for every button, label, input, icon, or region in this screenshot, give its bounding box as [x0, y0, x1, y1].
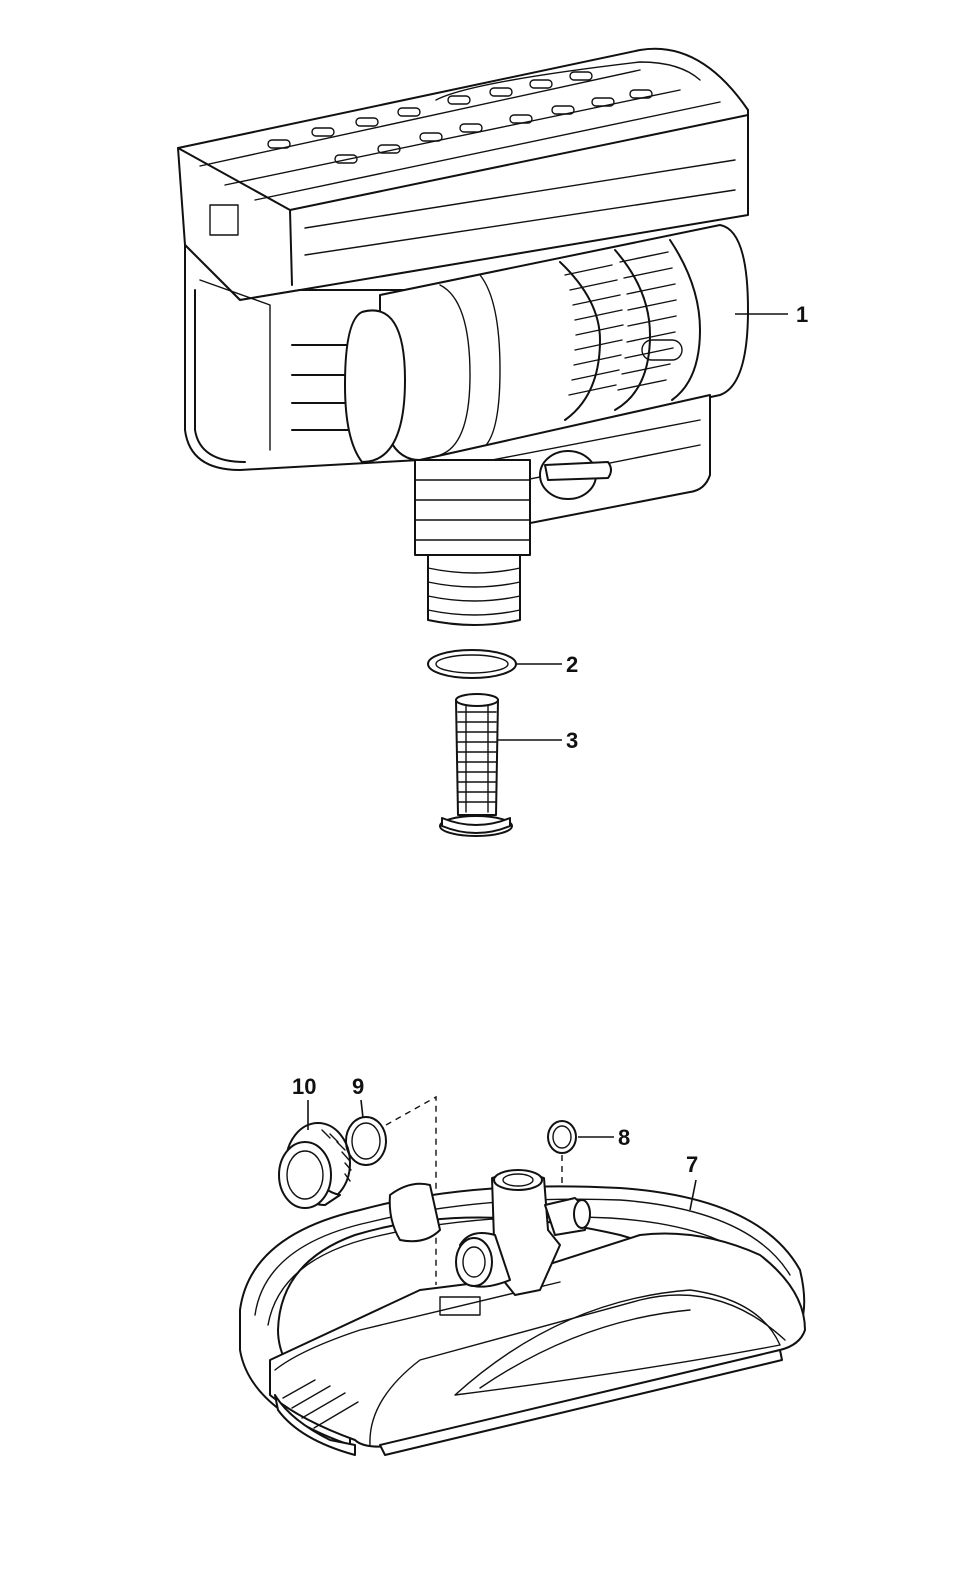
part-7-sled-base	[239, 1169, 806, 1456]
top-button-slots	[267, 61, 701, 164]
leader-line-9	[360, 1099, 364, 1119]
callout-3: 3	[566, 728, 578, 753]
ribbed-dial	[559, 239, 701, 421]
callout-9: 9	[352, 1074, 364, 1099]
part-8-small-washer	[547, 1120, 577, 1154]
part-9-washer	[345, 1116, 387, 1166]
callout-10: 10	[292, 1074, 316, 1099]
callout-8: 8	[618, 1125, 630, 1150]
leader-line-7	[689, 1179, 697, 1211]
callout-1: 1	[796, 302, 808, 327]
part-10-threaded-cap	[278, 1122, 352, 1209]
callout-7: 7	[686, 1152, 698, 1177]
callout-2: 2	[566, 652, 578, 677]
part-3-filter-sieve	[439, 693, 513, 837]
part-2-o-ring	[427, 649, 517, 679]
assembly-line-9-10	[385, 1095, 437, 1285]
part-1-controller-housing	[177, 47, 749, 626]
